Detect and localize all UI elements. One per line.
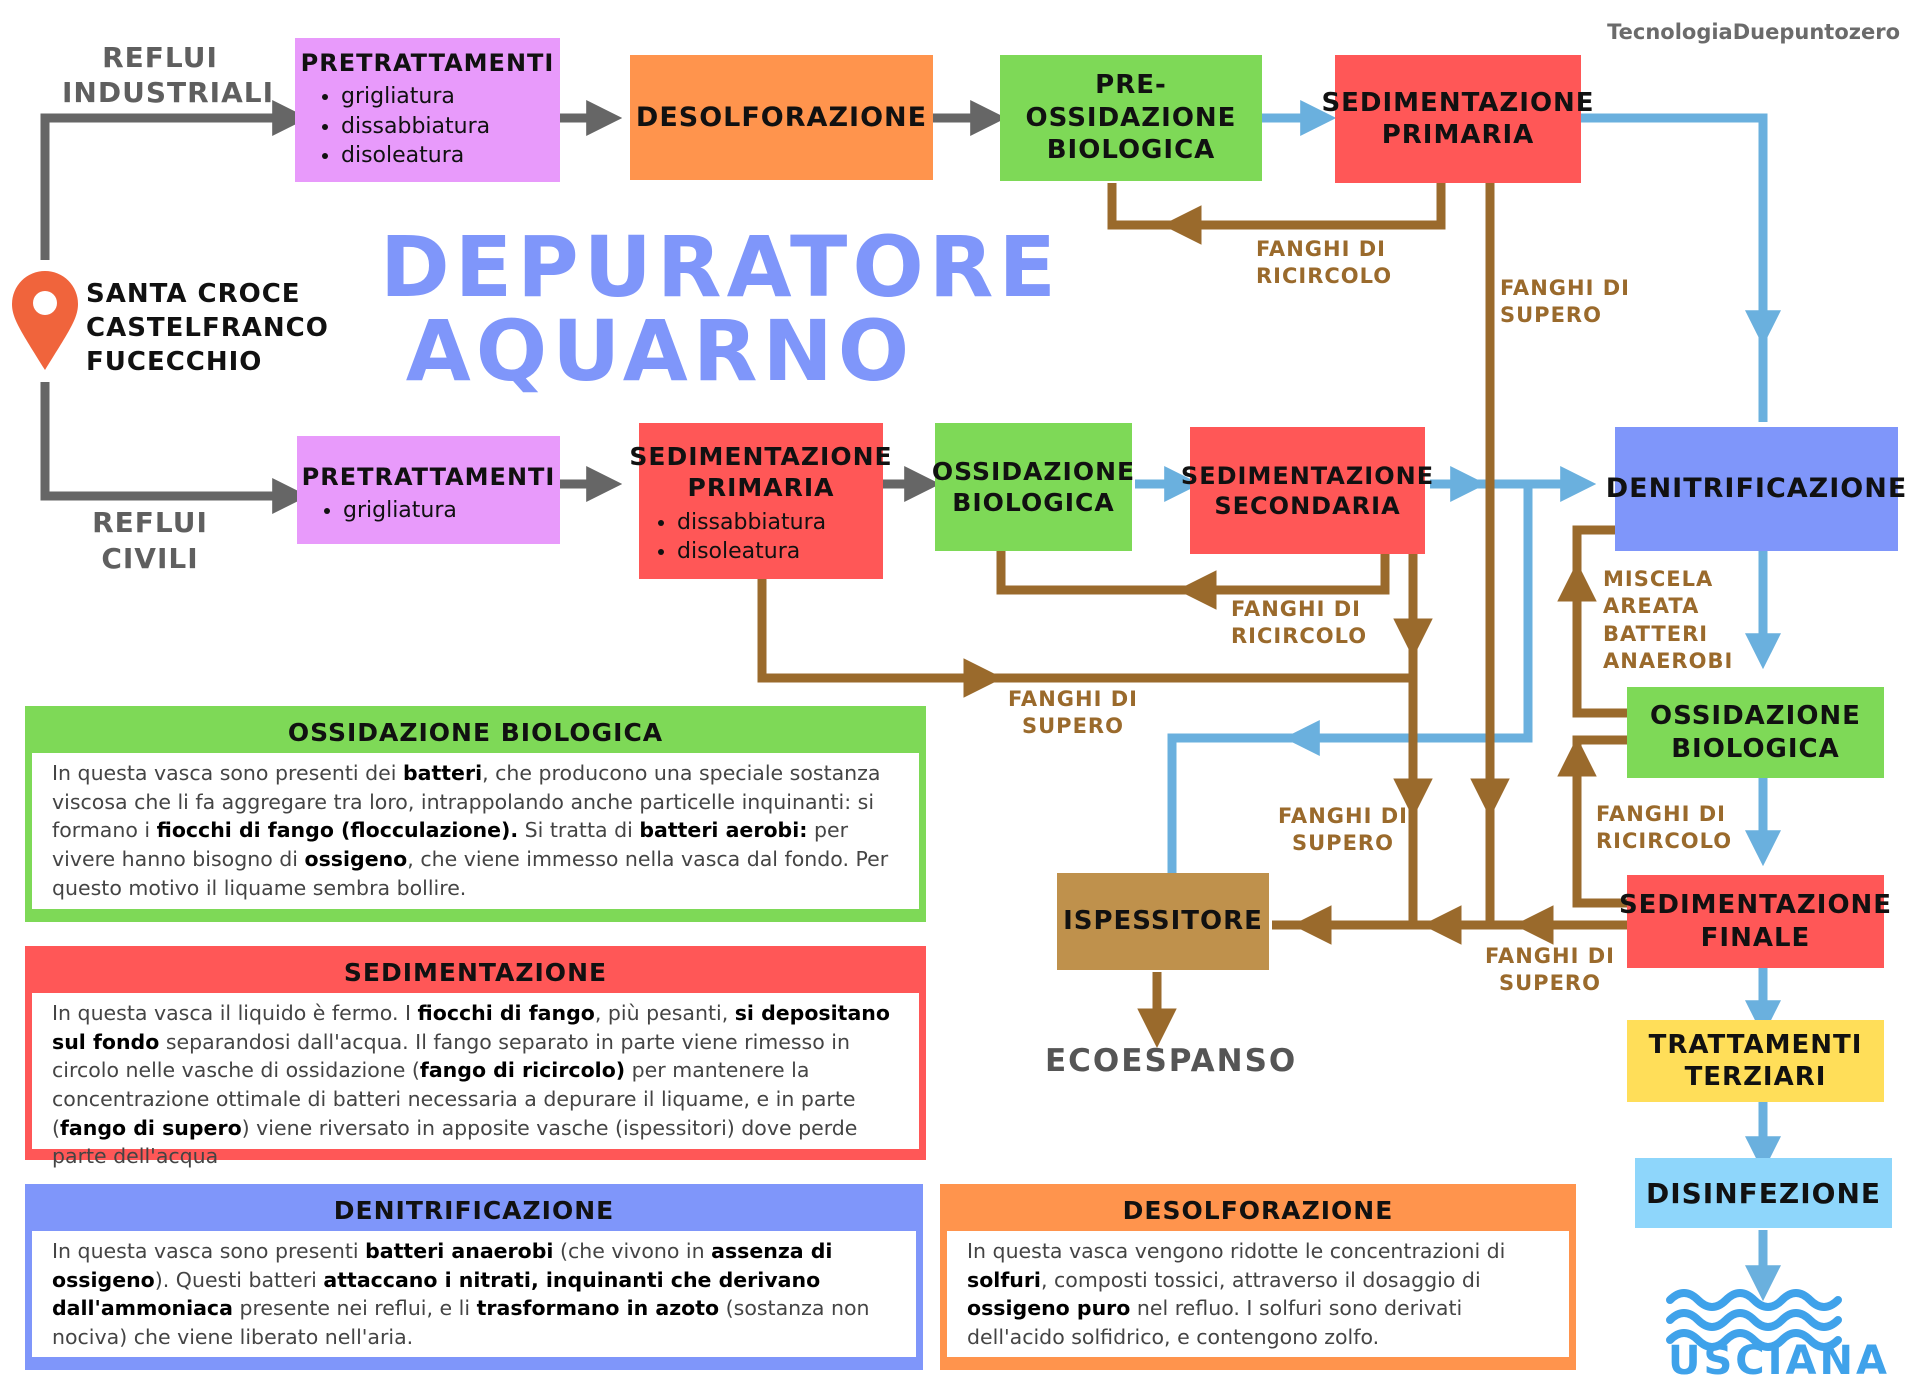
panel-text: In questa vasca sono presenti batteri an… — [32, 1231, 916, 1357]
brown-arrows — [757, 183, 1630, 1048]
panel-title: DESOLFORAZIONE — [1122, 1196, 1394, 1225]
box-ossidazione-biologica-right: OSSIDAZIONE BIOLOGICA — [1627, 687, 1884, 778]
list-item: dissabbiatura — [677, 508, 883, 538]
label-fanghi-supero-mid: FANGHI DI SUPERO — [1008, 687, 1138, 739]
box-denitrificazione: DENITRIFICAZIONE — [1606, 427, 1906, 551]
box-title: DESOLFORAZIONE — [635, 101, 928, 133]
list: grigliatura dissabbiatura disoleatura — [295, 82, 560, 171]
box-title: PRE-OSSIDAZIONE BIOLOGICA — [1025, 70, 1237, 166]
box-pretrattamenti-civili: PRETRATTAMENTI grigliatura — [297, 436, 560, 544]
box-ossidazione-biologica: OSSIDAZIONE BIOLOGICA — [931, 423, 1136, 551]
list-item: disoleatura — [341, 141, 560, 171]
box-sedimentazione-primaria-top: SEDIMENTAZIONE PRIMARIA — [1321, 55, 1594, 183]
location-label: SANTA CROCE CASTELFRANCO FUCECCHIO — [86, 279, 329, 377]
box-title: PRETRATTAMENTI — [301, 463, 556, 491]
box-title: DENITRIFICAZIONE — [1605, 473, 1908, 505]
box-title: ISPESSITORE — [1063, 906, 1263, 937]
box-desolforazione: DESOLFORAZIONE — [630, 55, 933, 180]
list: grigliatura — [297, 496, 560, 526]
panel-desolforazione: DESOLFORAZIONE In questa vasca vengono r… — [940, 1184, 1576, 1370]
panel-text: In questa vasca vengono ridotte le conce… — [947, 1231, 1569, 1357]
box-title: OSSIDAZIONE BIOLOGICA — [1650, 701, 1861, 764]
watermark: TecnologiaDuepuntozero — [1607, 20, 1900, 44]
panel-ossidazione-biologica: OSSIDAZIONE BIOLOGICA In questa vasca so… — [25, 706, 926, 922]
label-reflui-industriali: REFLUI INDUSTRIALI — [62, 41, 275, 109]
panel-title: SEDIMENTAZIONE — [343, 958, 608, 987]
box-trattamenti-terziari: TRATTAMENTI TERZIARI — [1627, 1020, 1884, 1102]
box-title: TRATTAMENTI TERZIARI — [1648, 1029, 1863, 1093]
label-fanghi-supero-right: FANGHI DI SUPERO — [1485, 944, 1615, 996]
gray-arrows — [40, 100, 1007, 514]
box-sedimentazione-secondaria: SEDIMENTAZIONE SECONDARIA — [1181, 427, 1433, 554]
list-item: disoleatura — [677, 537, 883, 567]
box-disinfezione: DISINFEZIONE — [1635, 1158, 1892, 1228]
panel-title: DENITRIFICAZIONE — [333, 1196, 615, 1225]
panel-sedimentazione: SEDIMENTAZIONE In questa vasca il liquid… — [25, 946, 926, 1168]
panel-text: In questa vasca sono presenti dei batter… — [32, 753, 919, 909]
box-title: SEDIMENTAZIONE FINALE — [1618, 890, 1893, 953]
page-title: DEPURATORE AQUARNO — [380, 218, 1061, 400]
box-pre-ossidazione-biologica: PRE-OSSIDAZIONE BIOLOGICA — [1000, 55, 1262, 181]
list-item: dissabbiatura — [341, 112, 560, 142]
label-fanghi-ricircolo-top: FANGHI DI RICIRCOLO — [1256, 237, 1393, 289]
label-fanghi-supero-low: FANGHI DI SUPERO — [1278, 804, 1408, 856]
label-fanghi-ricircolo-right: FANGHI DI RICIRCOLO — [1596, 802, 1733, 854]
box-title: PRETRATTAMENTI — [300, 49, 555, 77]
box-ispessitore: ISPESSITORE — [1057, 873, 1269, 970]
label-reflui-civili: REFLUI CIVILI — [92, 506, 208, 576]
label-fanghi-ricircolo-mid: FANGHI DI RICIRCOLO — [1231, 597, 1368, 649]
box-title: SEDIMENTAZIONE SECONDARIA — [1180, 461, 1435, 520]
wave-icon — [1666, 1289, 1842, 1351]
panel-title: OSSIDAZIONE BIOLOGICA — [287, 718, 664, 747]
label-miscela-areata: MISCELA AREATA BATTERI ANAEROBI — [1603, 567, 1734, 673]
box-sedimentazione-finale: SEDIMENTAZIONE FINALE — [1619, 875, 1891, 968]
list-item: grigliatura — [341, 82, 560, 112]
location-pin-icon — [12, 271, 78, 370]
title-line-2: AQUARNO — [405, 302, 915, 400]
box-title: SEDIMENTAZIONE PRIMARIA — [1321, 87, 1595, 151]
box-title: OSSIDAZIONE BIOLOGICA — [931, 456, 1136, 517]
label-fanghi-supero-top: FANGHI DI SUPERO — [1500, 276, 1630, 328]
label-usciana: USCIANA — [1668, 1338, 1890, 1384]
label-ecoespanso: ECOESPANSO — [1045, 1043, 1298, 1079]
box-sedimentazione-primaria-bottom: SEDIMENTAZIONE PRIMARIA dissabbiatura di… — [629, 423, 892, 579]
box-title: DISINFEZIONE — [1645, 1176, 1881, 1210]
list: dissabbiatura disoleatura — [639, 508, 883, 567]
box-title: SEDIMENTAZIONE PRIMARIA — [629, 442, 893, 503]
panel-denitrificazione: DENITRIFICAZIONE In questa vasca sono pr… — [25, 1184, 923, 1370]
title-line-1: DEPURATORE — [380, 218, 1061, 316]
box-pretrattamenti-industriali: PRETRATTAMENTI grigliatura dissabbiatura… — [295, 38, 560, 182]
list-item: grigliatura — [343, 496, 560, 526]
panel-text: In questa vasca il liquido è fermo. I fi… — [32, 993, 919, 1168]
